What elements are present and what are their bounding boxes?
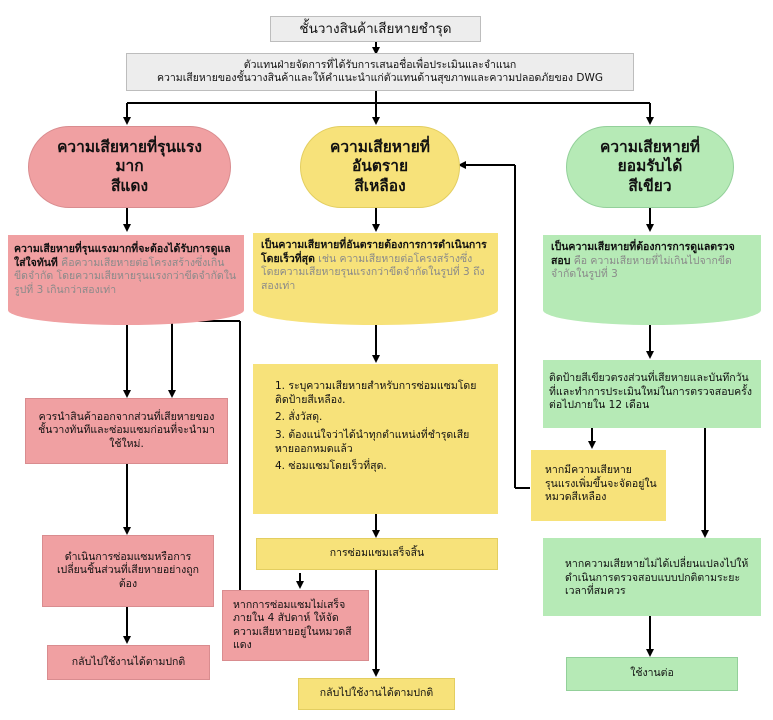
intro-line-2: ความเสียหายของชั้นวางสินค้าและให้คำแนะนำ… <box>156 72 604 84</box>
green-desc-strong: เป็นความเสียหายที่ต้องการการดูแลตรวจสอบ <box>551 241 735 267</box>
red-step-remove-goods-text: ควรนำสินค้าออกจากส่วนที่เสียหายของชั้นวา… <box>38 411 215 450</box>
yellow-desc-strong: เป็นความเสียหายที่อันตรายต้องการการดำเนิ… <box>261 239 487 265</box>
red-desc-strong-2: ใส่ใจทันที <box>14 256 58 269</box>
yellow-desc-rest: เช่น ความเสียหายต่อโครงสร้างซึ่งโดยความเ… <box>261 252 485 292</box>
red-header-line-2: สีแดง <box>110 176 149 195</box>
red-header-line-1: ความเสียหายที่รุนแรงมาก <box>57 137 202 176</box>
yellow-step-1: 1. ระบุความเสียหายสำหรับการซ่อมแซมโดยติด… <box>275 380 477 406</box>
intro-line-1: ตัวแทนฝ่ายจัดการที่ได้รับการเสนอชื่อเพื่… <box>243 58 517 71</box>
yellow-repair-complete-text: การซ่อมแซมเสร็จสิ้น <box>329 547 425 560</box>
yellow-return-to-use: กลับไปใช้งานได้ตามปกติ <box>298 678 455 710</box>
red-header: ความเสียหายที่รุนแรงมาก สีแดง <box>28 126 231 208</box>
yellow-description: เป็นความเสียหายที่อันตรายต้องการการดำเนิ… <box>253 233 498 325</box>
yellow-return-to-use-text: กลับไปใช้งานได้ตามปกติ <box>319 687 434 700</box>
green-unchanged-text: หากความเสียหายไม่ได้เปลี่ยนแปลงไปให้ดำเน… <box>565 558 749 598</box>
red-from-yellow-text: หากการซ่อมแซมไม่เสร็จภายใน 4 สัปดาห์ ให้… <box>233 599 352 651</box>
green-header-line-2: สีเขียว <box>628 176 672 195</box>
green-header-line-1: ความเสียหายที่ยอมรับได้ <box>599 137 701 176</box>
green-worse-to-yellow: หากมีความเสียหายรุนแรงเพิ่มขึ้นจะจัดอยู่… <box>531 450 666 521</box>
yellow-header: ความเสียหายที่อันตราย สีเหลือง <box>300 126 460 208</box>
green-desc-rest: คือ ความเสียหายที่ไม่เกินไปจากขีดจำกัดใน… <box>551 254 732 281</box>
yellow-header-line-1: ความเสียหายที่อันตราย <box>329 137 431 176</box>
yellow-step-2: 2. สั่งวัสดุ. <box>275 411 323 424</box>
green-step-tag-text: ติดป้ายสีเขียวตรงส่วนที่เสียหายและบันทึก… <box>549 372 752 412</box>
red-step-return-to-use: กลับไปใช้งานได้ตามปกติ <box>47 645 210 680</box>
yellow-step-4: 4. ซ่อมแซมโดยเร็วที่สุด. <box>275 460 387 473</box>
red-desc-strong-1: ความเสียหายที่รุนแรงมากที่จะต้องได้รับกา… <box>14 243 231 255</box>
green-header: ความเสียหายที่ยอมรับได้ สีเขียว <box>566 126 734 208</box>
green-unchanged-box: หากความเสียหายไม่ได้เปลี่ยนแปลงไปให้ดำเน… <box>543 538 761 616</box>
red-from-yellow-box: หากการซ่อมแซมไม่เสร็จภายใน 4 สัปดาห์ ให้… <box>222 590 369 661</box>
red-step-return-to-use-text: กลับไปใช้งานได้ตามปกติ <box>71 655 186 668</box>
green-step-tag: ติดป้ายสีเขียวตรงส่วนที่เสียหายและบันทึก… <box>543 360 761 428</box>
green-description: เป็นความเสียหายที่ต้องการการดูแลตรวจสอบ … <box>543 235 761 325</box>
yellow-header-line-2: สีเหลือง <box>354 176 406 195</box>
diagram-title-text: ชั้นวางสินค้าเสียหายชำรุด <box>299 20 452 37</box>
red-description: ความเสียหายที่รุนแรงมากที่จะต้องได้รับกา… <box>8 235 244 325</box>
yellow-step-3: 3. ต้องแน่ใจว่าได้นำทุกตำแหน่งที่ชำรุดเส… <box>275 428 470 455</box>
yellow-steps-box: 1. ระบุความเสียหายสำหรับการซ่อมแซมโดยติด… <box>253 364 498 514</box>
red-step-repair: ดำเนินการซ่อมแซมหรือการเปลี่ยนชิ้นส่วนที… <box>42 535 214 607</box>
green-continue-use-text: ใช้งานต่อ <box>630 667 674 680</box>
intro-box: ตัวแทนฝ่ายจัดการที่ได้รับการเสนอชื่อเพื่… <box>126 53 634 91</box>
red-desc-rest: คือความเสียหายต่อโครงสร้างซึ่งเกินขีดจำก… <box>14 256 237 296</box>
red-step-repair-text: ดำเนินการซ่อมแซมหรือการเปลี่ยนชิ้นส่วนที… <box>56 551 200 590</box>
red-step-remove-goods: ควรนำสินค้าออกจากส่วนที่เสียหายของชั้นวา… <box>25 398 228 464</box>
yellow-repair-complete: การซ่อมแซมเสร็จสิ้น <box>256 538 498 570</box>
green-worse-to-yellow-text: หากมีความเสียหายรุนแรงเพิ่มขึ้นจะจัดอยู่… <box>545 464 657 504</box>
diagram-title: ชั้นวางสินค้าเสียหายชำรุด <box>270 16 481 42</box>
green-continue-use: ใช้งานต่อ <box>566 657 738 691</box>
